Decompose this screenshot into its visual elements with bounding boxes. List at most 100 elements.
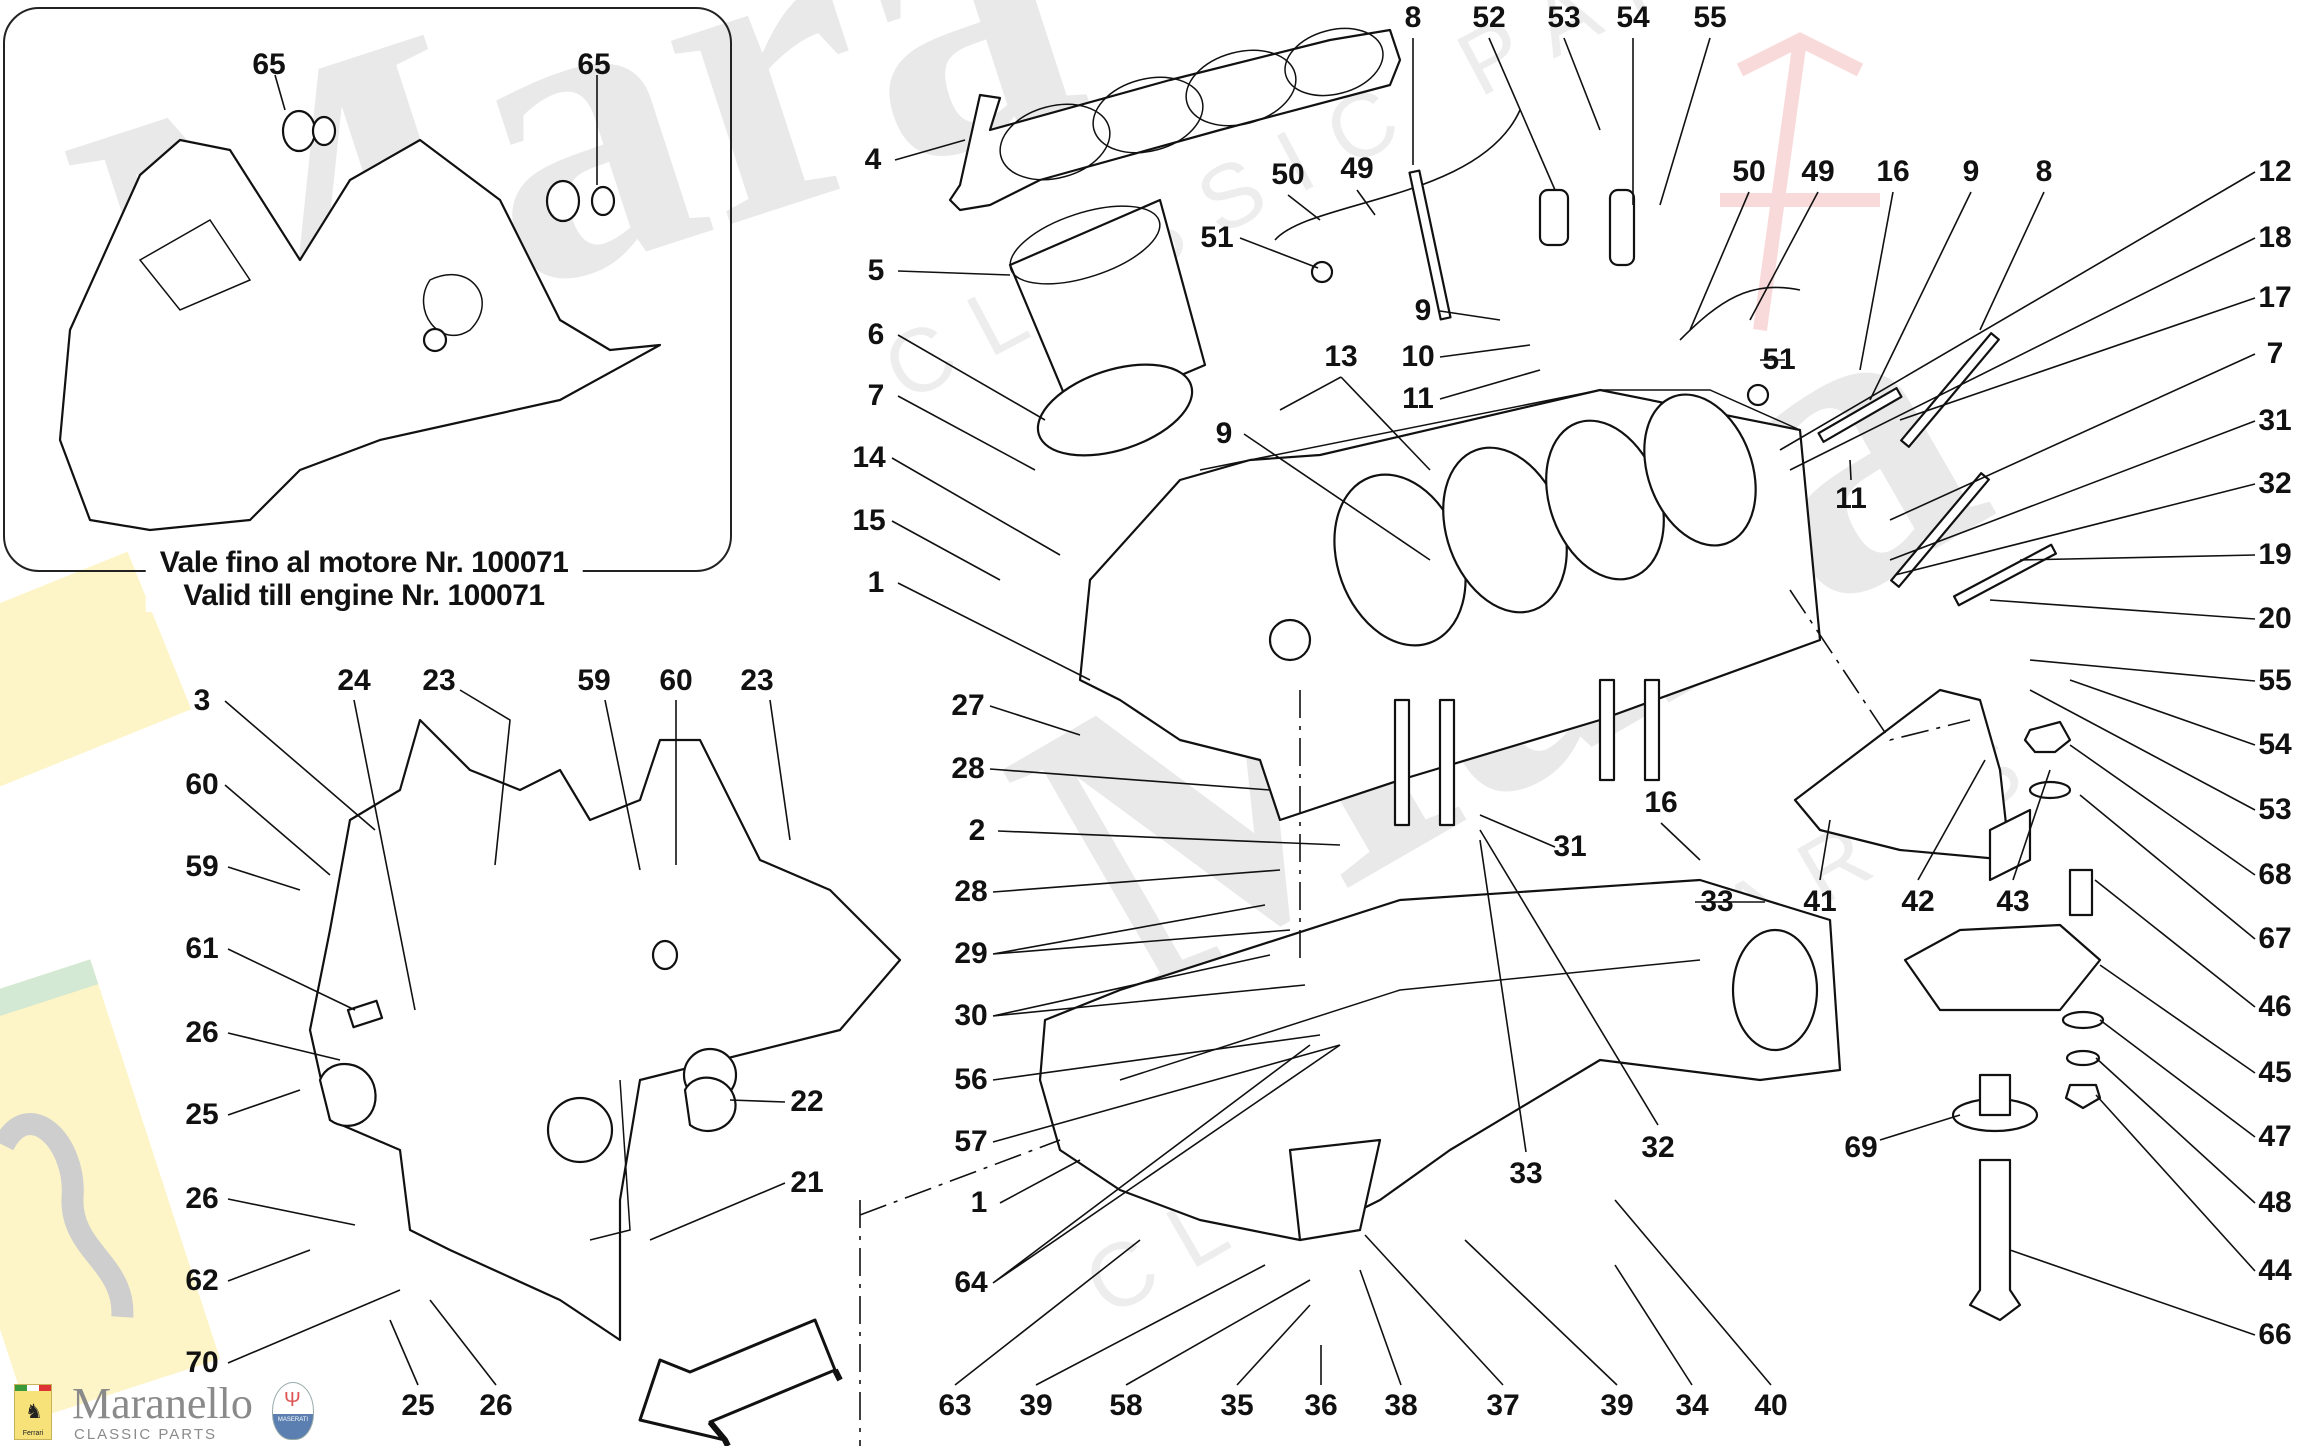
- callout-33[interactable]: 33: [1509, 1157, 1543, 1190]
- callout-60[interactable]: 60: [185, 768, 219, 801]
- callout-58[interactable]: 58: [1109, 1389, 1143, 1422]
- callout-56[interactable]: 56: [954, 1063, 988, 1096]
- callout-34[interactable]: 34: [1675, 1389, 1709, 1422]
- callout-29[interactable]: 29: [954, 937, 988, 970]
- callout-55[interactable]: 55: [2258, 664, 2292, 697]
- callout-49[interactable]: 49: [1340, 152, 1374, 185]
- callout-70[interactable]: 70: [185, 1346, 219, 1379]
- timing-cover-drawing: [308, 718, 902, 1342]
- callout-17[interactable]: 17: [2258, 281, 2292, 314]
- callout-16[interactable]: 16: [1644, 786, 1678, 819]
- callout-16[interactable]: 16: [1876, 155, 1910, 188]
- callout-49[interactable]: 49: [1801, 155, 1835, 188]
- callout-54[interactable]: 54: [1616, 1, 1650, 34]
- callout-59[interactable]: 59: [185, 850, 219, 883]
- callout-54[interactable]: 54: [2258, 728, 2292, 761]
- callout-38[interactable]: 38: [1384, 1389, 1418, 1422]
- callout-19[interactable]: 19: [2258, 538, 2292, 571]
- callout-43[interactable]: 43: [1996, 885, 2030, 918]
- callout-28[interactable]: 28: [954, 875, 988, 908]
- callout-33[interactable]: 33: [1700, 885, 1734, 918]
- callout-3[interactable]: 3: [193, 684, 211, 717]
- callout-35[interactable]: 35: [1220, 1389, 1254, 1422]
- callout-22[interactable]: 22: [790, 1085, 824, 1118]
- callout-11[interactable]: 11: [1835, 482, 1867, 515]
- callout-30[interactable]: 30: [954, 999, 988, 1032]
- callout-32[interactable]: 32: [2258, 467, 2292, 500]
- callout-44[interactable]: 44: [2258, 1254, 2292, 1287]
- callout-9[interactable]: 9: [1962, 155, 1980, 188]
- callout-53[interactable]: 53: [1547, 1, 1581, 34]
- callout-21[interactable]: 21: [790, 1166, 824, 1199]
- callout-55[interactable]: 55: [1693, 1, 1727, 34]
- callout-61[interactable]: 61: [185, 932, 219, 965]
- callout-52[interactable]: 52: [1472, 1, 1506, 34]
- callout-26[interactable]: 26: [185, 1182, 219, 1215]
- callout-39[interactable]: 39: [1019, 1389, 1053, 1422]
- callout-23[interactable]: 23: [422, 664, 456, 697]
- callout-25[interactable]: 25: [185, 1098, 219, 1131]
- callout-62[interactable]: 62: [185, 1264, 219, 1297]
- italian-flag-stripe: [15, 1385, 51, 1391]
- callout-14[interactable]: 14: [852, 441, 886, 474]
- callout-4[interactable]: 4: [864, 143, 882, 176]
- callout-48[interactable]: 48: [2258, 1186, 2292, 1219]
- callout-7[interactable]: 7: [2266, 337, 2284, 370]
- callout-41[interactable]: 41: [1803, 885, 1837, 918]
- callout-9[interactable]: 9: [1414, 294, 1432, 327]
- callout-6[interactable]: 6: [867, 318, 885, 351]
- callout-36[interactable]: 36: [1304, 1389, 1338, 1422]
- callout-31[interactable]: 31: [1553, 830, 1587, 863]
- callout-1[interactable]: 1: [867, 566, 885, 599]
- callout-57[interactable]: 57: [954, 1125, 988, 1158]
- callout-28[interactable]: 28: [951, 752, 985, 785]
- callout-51[interactable]: 51: [1200, 221, 1234, 254]
- callout-69[interactable]: 69: [1844, 1131, 1878, 1164]
- front-direction-arrow[interactable]: [638, 1318, 843, 1446]
- callout-59[interactable]: 59: [577, 664, 611, 697]
- callout-66[interactable]: 66: [2258, 1318, 2292, 1351]
- callout-47[interactable]: 47: [2258, 1120, 2292, 1153]
- callout-25[interactable]: 25: [401, 1389, 435, 1422]
- maranello-classic-parts-logo[interactable]: ♞ Ferrari Maranello CLASSIC PARTS Ψ MASE…: [14, 1379, 314, 1444]
- callout-65[interactable]: 65: [252, 48, 286, 81]
- callout-68[interactable]: 68: [2258, 858, 2292, 891]
- callout-5[interactable]: 5: [867, 254, 885, 287]
- callout-23[interactable]: 23: [740, 664, 774, 697]
- callout-46[interactable]: 46: [2258, 990, 2292, 1023]
- callout-13[interactable]: 13: [1324, 340, 1358, 373]
- callout-67[interactable]: 67: [2258, 922, 2292, 955]
- callout-8[interactable]: 8: [1404, 1, 1422, 34]
- callout-42[interactable]: 42: [1901, 885, 1935, 918]
- callout-53[interactable]: 53: [2258, 793, 2292, 826]
- callout-51[interactable]: 51: [1762, 343, 1796, 376]
- callout-40[interactable]: 40: [1754, 1389, 1788, 1422]
- callout-15[interactable]: 15: [852, 504, 886, 537]
- callout-64[interactable]: 64: [954, 1266, 988, 1299]
- callout-31[interactable]: 31: [2258, 404, 2292, 437]
- callout-12[interactable]: 12: [2258, 155, 2292, 188]
- callout-27[interactable]: 27: [951, 689, 985, 722]
- callout-50[interactable]: 50: [1732, 155, 1766, 188]
- callout-45[interactable]: 45: [2258, 1056, 2292, 1089]
- callout-32[interactable]: 32: [1641, 1131, 1675, 1164]
- callout-2[interactable]: 2: [968, 814, 986, 847]
- callout-8[interactable]: 8: [2035, 155, 2053, 188]
- callout-63[interactable]: 63: [938, 1389, 972, 1422]
- callout-9[interactable]: 9: [1215, 417, 1233, 450]
- callout-11[interactable]: 11: [1402, 382, 1434, 415]
- callout-26[interactable]: 26: [185, 1016, 219, 1049]
- callout-39[interactable]: 39: [1600, 1389, 1634, 1422]
- callout-10[interactable]: 10: [1401, 340, 1435, 373]
- maserati-label: MASERATI: [277, 1417, 309, 1423]
- callout-26[interactable]: 26: [479, 1389, 513, 1422]
- callout-50[interactable]: 50: [1271, 158, 1305, 191]
- callout-65[interactable]: 65: [577, 48, 611, 81]
- callout-18[interactable]: 18: [2258, 221, 2292, 254]
- callout-24[interactable]: 24: [337, 664, 371, 697]
- callout-37[interactable]: 37: [1486, 1389, 1520, 1422]
- callout-60[interactable]: 60: [659, 664, 693, 697]
- callout-1[interactable]: 1: [970, 1186, 988, 1219]
- callout-20[interactable]: 20: [2258, 602, 2292, 635]
- callout-7[interactable]: 7: [867, 379, 885, 412]
